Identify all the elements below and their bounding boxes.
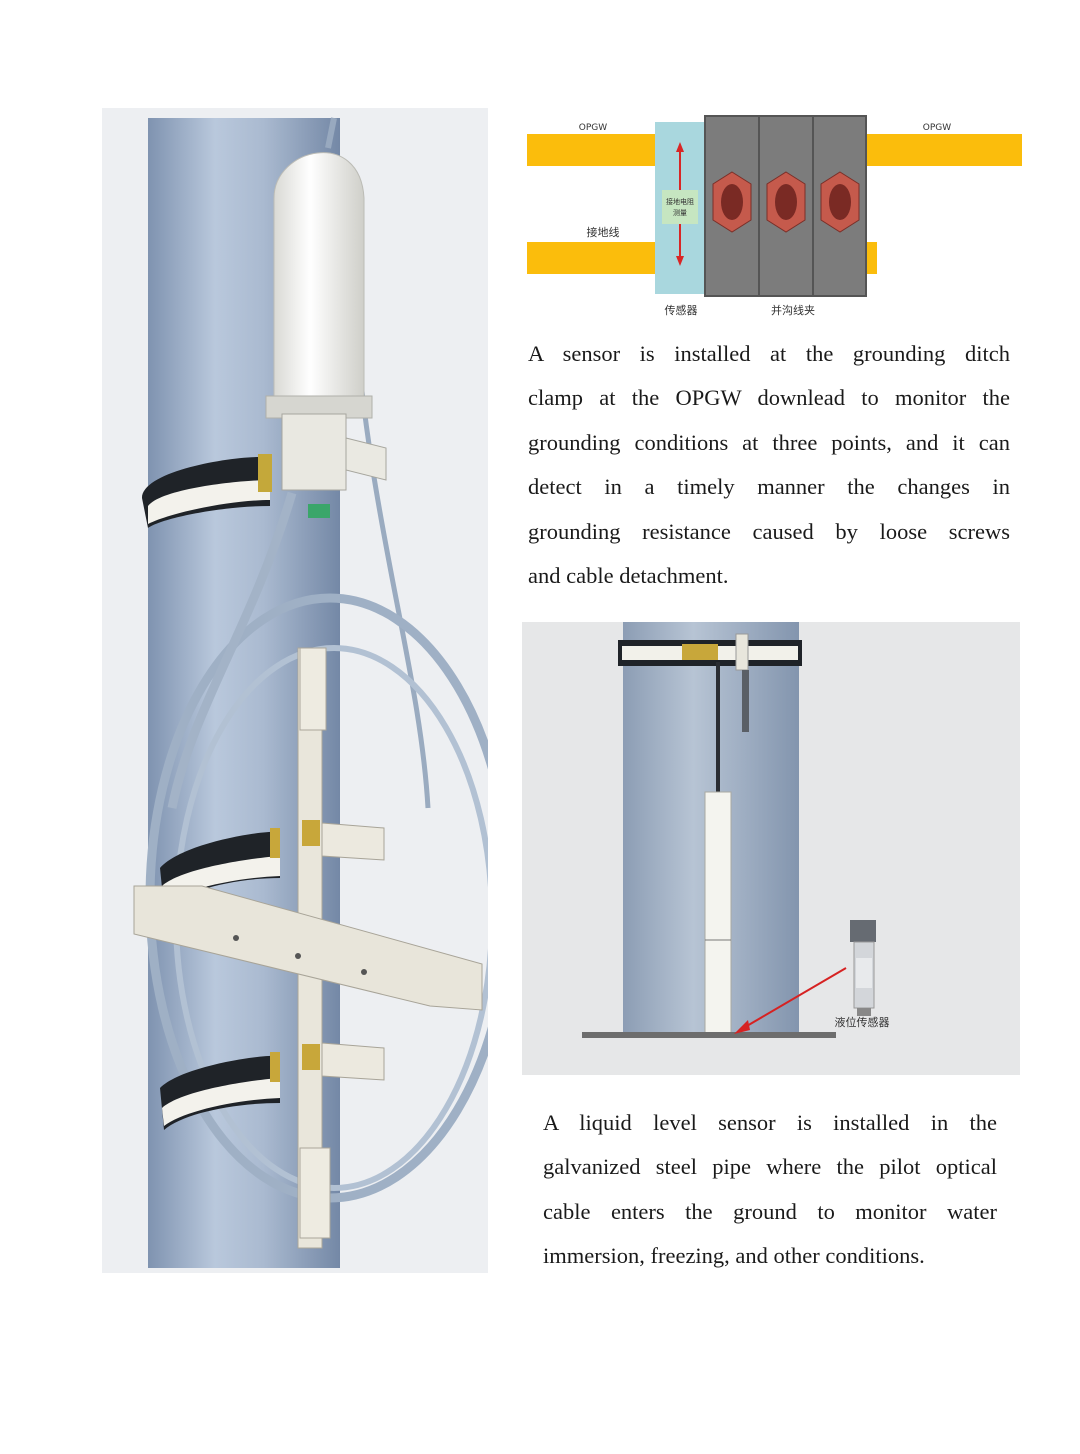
sensor-probe — [704, 791, 732, 1035]
para1-line: grounding resistance caused by loose scr… — [528, 518, 1010, 544]
ground-wire-label: 接地线 — [587, 225, 620, 239]
measure-label-1: 接地电阻 — [666, 197, 694, 206]
para1-line: and cable detachment. — [528, 563, 729, 589]
para2-line: immersion, freezing, and other condition… — [543, 1243, 925, 1269]
para1-line: grounding conditions at three points, an… — [528, 429, 1010, 455]
para2-line: galvanized steel pipe where the pilot op… — [543, 1154, 997, 1180]
liquid-sensor-label: 液位传感器 — [835, 1015, 890, 1029]
para1-line: clamp at the OPGW downlead to monitor th… — [528, 385, 1010, 411]
para2-line: A liquid level sensor is installed in th… — [543, 1110, 997, 1135]
opgw-left-label: OPGW — [579, 123, 607, 133]
measure-label-2: 测量 — [673, 209, 687, 217]
opgw-wire-right — [863, 134, 1022, 166]
paragraph-grounding-sensor: A sensor is installed at the grounding d… — [528, 332, 1010, 598]
paragraph-liquid-level-sensor: A liquid level sensor is installed in th… — [543, 1101, 997, 1279]
grounding-clamp-diagram: OPGW OPGW 接地线 接地电阻 测量 传感器 并沟线夹 — [527, 115, 1022, 317]
clamp-label: 并沟线夹 — [771, 303, 815, 317]
sensor-label: 传感器 — [665, 304, 698, 317]
para1-line: detect in a timely manner the changes in — [528, 474, 1010, 500]
opgw-right-label: OPGW — [923, 123, 951, 133]
liquid-level-pipe-illustration: 液位传感器 — [522, 622, 1020, 1075]
pole-sensor-illustration — [102, 108, 488, 1273]
sensor-housing — [273, 152, 365, 409]
para1-line: A sensor is installed at the grounding d… — [528, 341, 1010, 366]
pressure-sensor — [850, 920, 876, 942]
opgw-wire-left — [527, 134, 657, 166]
clamp-bolts — [712, 171, 860, 233]
para2-line: cable enters the ground to monitor water — [543, 1198, 997, 1224]
pointer-arrow — [739, 967, 847, 1031]
